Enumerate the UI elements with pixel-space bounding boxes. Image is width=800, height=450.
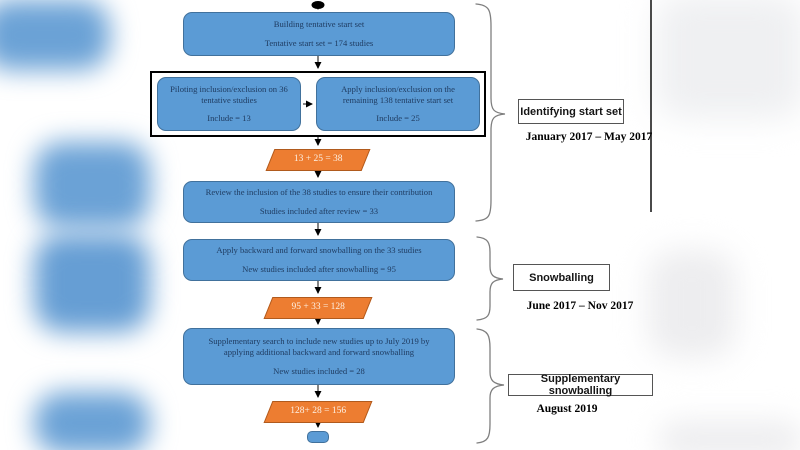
node-text: Tentative start set = 174 studies [264, 37, 374, 48]
node-review-inclusion: Review the inclusion of the 38 studies t… [183, 181, 455, 223]
section-label-text: Supplementary snowballing [540, 373, 621, 397]
end-node [307, 431, 329, 443]
sum-text: 128+ 28 = 156 [290, 406, 347, 416]
sum-parallelogram-3: 128+ 28 = 156 [263, 401, 373, 423]
blurred-left-blob-2 [34, 142, 150, 228]
node-snowballing: Apply backward and forward snowballing o… [183, 239, 455, 281]
node-text: Piloting inclusion/exclusion on 36 tenta… [170, 83, 288, 105]
blurred-left-blob-3 [34, 234, 150, 332]
node-supplementary-search: Supplementary search to include new stud… [183, 328, 455, 385]
sum-text: 13 + 25 = 38 [293, 154, 343, 164]
section-date-identifying-start-set: January 2017 – May 2017 [525, 131, 653, 143]
blurred-right-blob-1 [655, 0, 800, 119]
node-text: New studies included after snowballing =… [242, 263, 396, 274]
section-date-supplementary-snowballing: August 2019 [536, 403, 598, 415]
node-text: Apply inclusion/exclusion on the remaini… [341, 83, 455, 105]
brace-supplementary-snowballing [476, 328, 505, 444]
blurred-left-blob-1 [0, 0, 110, 70]
blurred-right-blob-3 [658, 420, 800, 450]
sum-parallelogram-2: 95 + 33 = 128 [263, 297, 373, 319]
frame-edge-line [650, 0, 652, 212]
section-label-text: Snowballing [529, 271, 594, 284]
node-text: New studies included = 28 [273, 365, 365, 376]
start-dot-icon [311, 1, 325, 9]
node-building-start-set: Building tentative start set Tentative s… [183, 12, 455, 56]
section-label-supplementary-snowballing: Supplementary snowballing [508, 373, 653, 397]
section-label-snowballing: Snowballing [513, 264, 610, 291]
node-text: Apply backward and forward snowballing o… [216, 245, 422, 256]
sum-parallelogram-1: 13 + 25 = 38 [265, 149, 371, 171]
node-text: Review the inclusion of the 38 studies t… [205, 187, 433, 198]
blurred-left-blob-4 [34, 392, 150, 450]
sum-text: 95 + 33 = 128 [291, 302, 345, 312]
section-label-identifying-start-set: Identifying start set [518, 99, 624, 124]
section-date-snowballing: June 2017 – Nov 2017 [526, 300, 634, 312]
node-apply-inclusion: Apply inclusion/exclusion on the remaini… [316, 77, 480, 131]
node-text: Include = 25 [376, 113, 420, 124]
section-braces [475, 3, 506, 444]
node-text: Building tentative start set [273, 19, 365, 30]
section-label-text: Identifying start set [520, 105, 622, 118]
blurred-right-blob-2 [648, 250, 736, 358]
pilot-group-outline [150, 71, 486, 137]
node-piloting-inclusion: Piloting inclusion/exclusion on 36 tenta… [157, 77, 301, 131]
node-text: Studies included after review = 33 [259, 205, 379, 216]
node-text: Include = 13 [207, 113, 251, 124]
node-text: Supplementary search to include new stud… [208, 336, 430, 358]
brace-snowballing [476, 236, 504, 321]
